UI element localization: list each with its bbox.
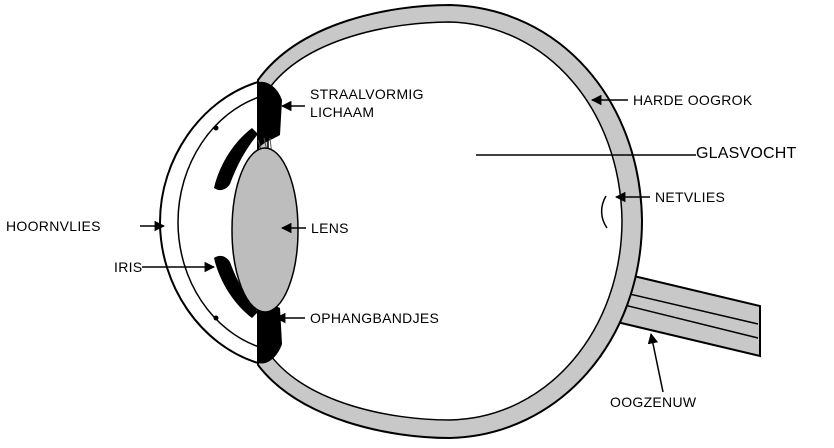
- label-retina: NETVLIES: [655, 189, 725, 205]
- label-cornea: HOORNVLIES: [6, 218, 101, 234]
- label-ciliary-body-line2: LICHAAM: [310, 104, 374, 120]
- pointer-optic-nerve: [651, 334, 663, 392]
- label-vitreous: GLASVOCHT: [696, 146, 797, 162]
- lens: [232, 148, 298, 312]
- label-lens: LENS: [311, 220, 349, 236]
- label-zonules: OPHANGBANDJES: [310, 310, 439, 326]
- label-optic-nerve: OOGZENUW: [610, 394, 696, 410]
- label-ciliary-body-line1: STRAALVORMIG: [310, 86, 424, 102]
- label-sclera: HARDE OOGROK: [633, 92, 753, 108]
- label-iris: IRIS: [114, 259, 142, 275]
